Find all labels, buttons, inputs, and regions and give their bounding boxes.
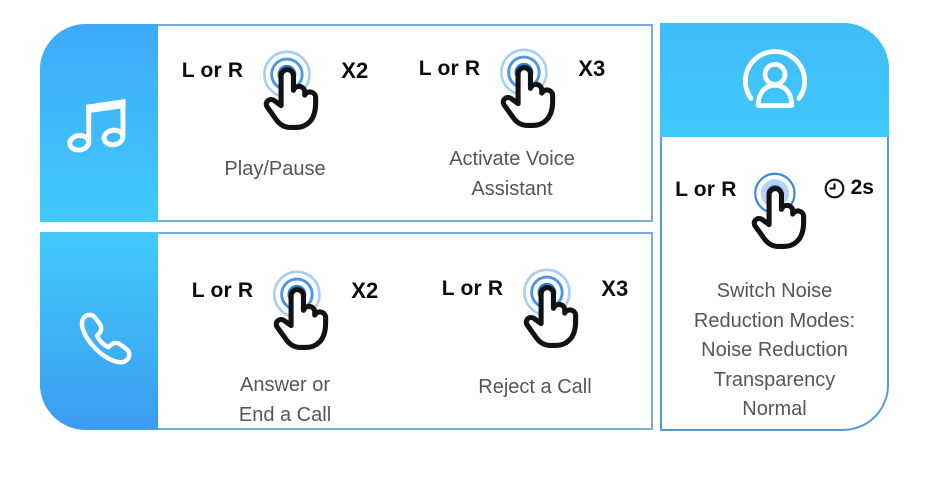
noise-control-panel: L or R 2s Switch Noise Reduction Modes: … — [660, 23, 889, 431]
tap-icon — [500, 48, 556, 128]
tap-count-label: X2 — [341, 58, 369, 83]
trigger-label: L or R — [441, 277, 504, 300]
press-hold-icon — [751, 172, 806, 249]
action-label: Reject a Call — [478, 376, 592, 398]
tap-count-label: X2 — [351, 278, 379, 303]
action-label: Play/Pause — [224, 158, 326, 180]
music-note-icon — [67, 99, 126, 153]
call-controls-panel: L or R X2 Answer or End a Call L or R — [40, 232, 653, 430]
phone-icon — [79, 312, 132, 365]
gesture-group-play-pause: L or R X2 Play/Pause — [150, 46, 400, 184]
tap-count-label: X3 — [601, 276, 629, 301]
clock-icon — [824, 178, 844, 198]
duration-label: 2s — [850, 176, 874, 199]
gesture-group-voice-assistant: L or R X3 Activate Voice Assistant — [387, 44, 637, 204]
tap-icon — [523, 268, 579, 349]
noise-panel-header — [660, 23, 889, 137]
trigger-label: L or R — [675, 178, 737, 201]
tap-icon — [263, 50, 319, 130]
trigger-label: L or R — [181, 59, 244, 82]
hold-duration: 2s — [823, 165, 874, 200]
music-sidebar — [40, 24, 158, 222]
action-label: Activate Voice Assistant — [449, 148, 575, 200]
trigger-label: L or R — [191, 279, 254, 302]
gesture-group-answer-end-call: L or R X2 Answer or End a Call — [160, 266, 410, 430]
action-label: Switch Noise Reduction Modes: Noise Redu… — [693, 280, 856, 420]
tap-icon — [273, 270, 329, 351]
gesture-group-noise-modes: L or R 2s — [662, 165, 887, 265]
tap-count-label: X3 — [578, 56, 606, 81]
user-icon — [742, 49, 807, 109]
trigger-label: L or R — [418, 57, 481, 80]
music-controls-panel: L or R X2 Play/Pause L or R — [40, 24, 653, 222]
action-label: Answer or End a Call — [238, 374, 332, 426]
gesture-group-reject-call: L or R X3 Reject a Call — [410, 264, 660, 402]
call-sidebar — [40, 232, 158, 430]
